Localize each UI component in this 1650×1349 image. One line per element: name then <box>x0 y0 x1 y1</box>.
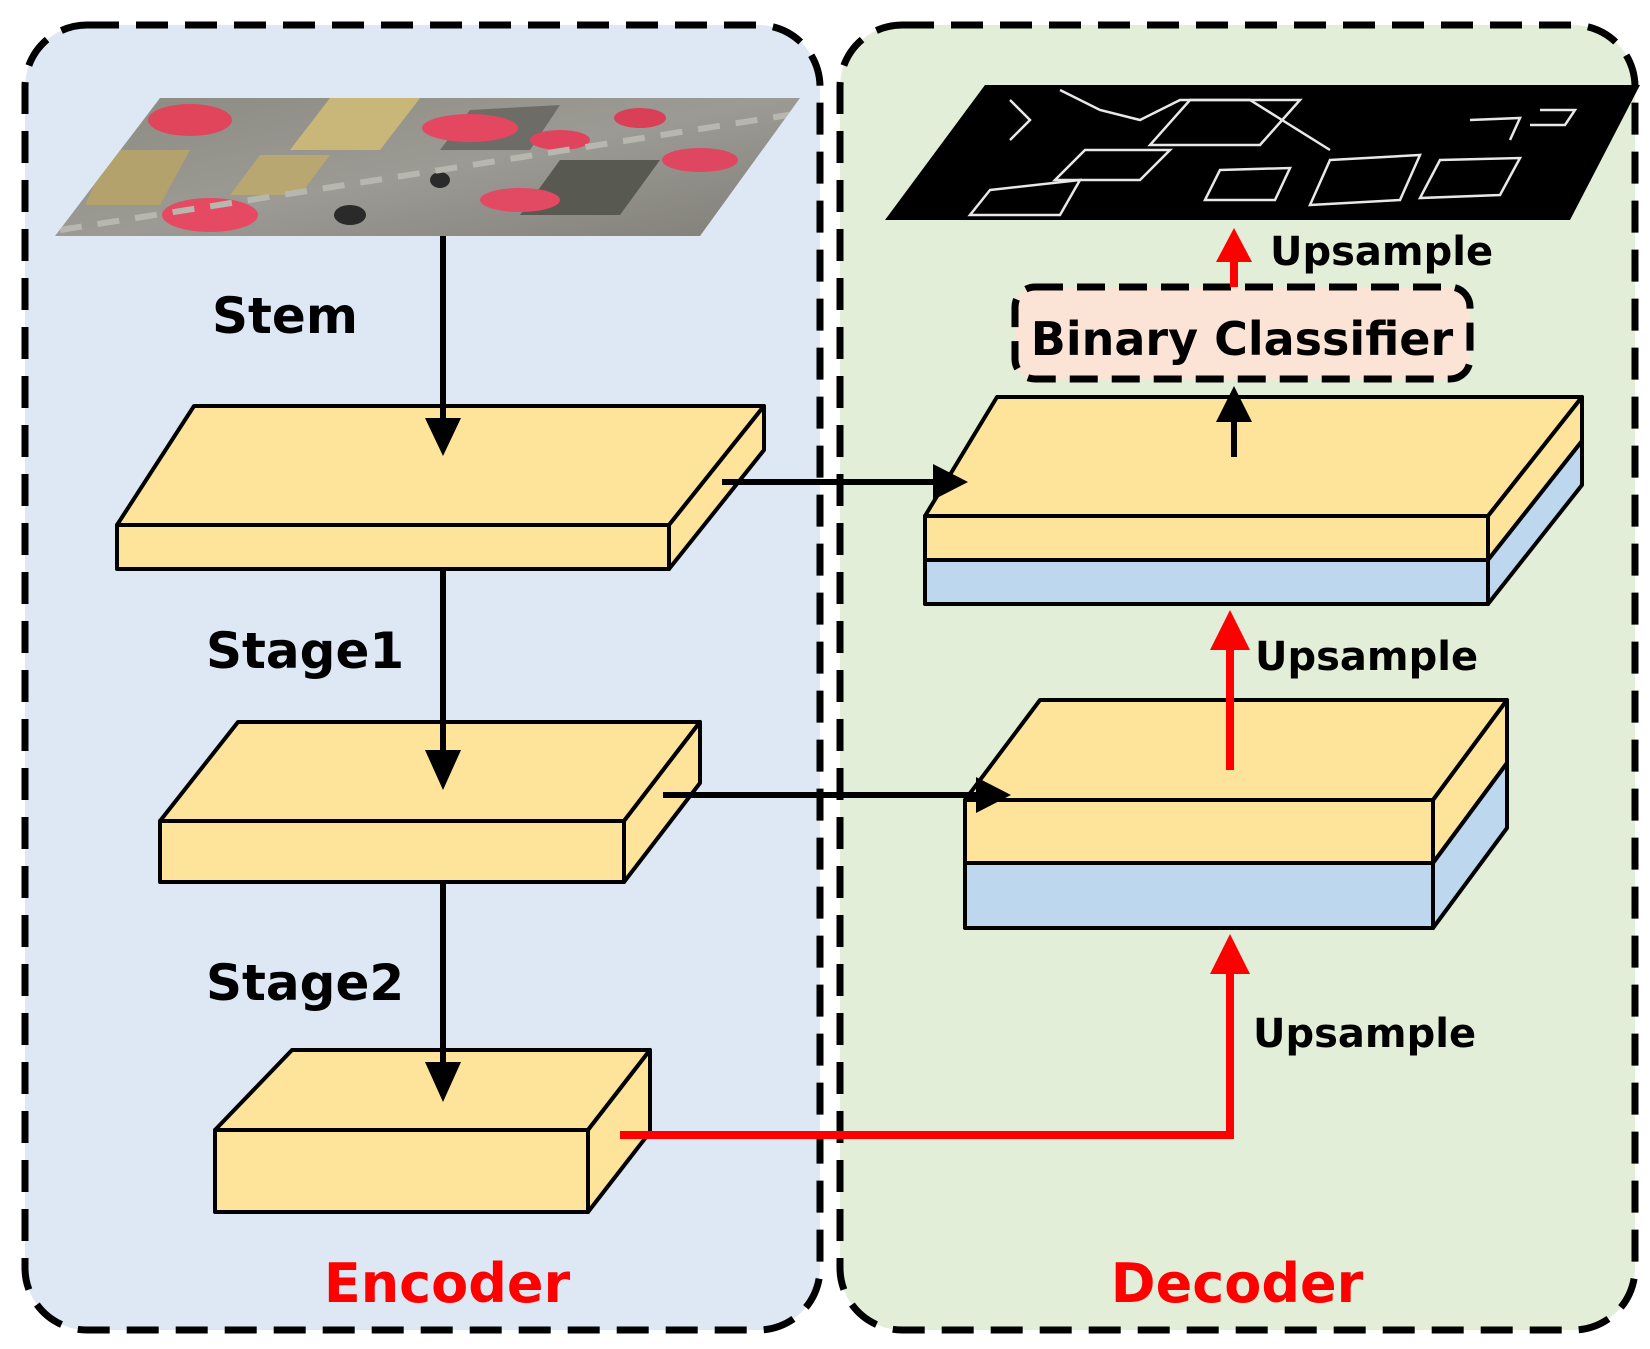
decoder-mid-block <box>963 698 1509 930</box>
binary-classifier-label: Binary Classifier <box>1031 312 1454 366</box>
binary-classifier-box <box>1011 283 1474 383</box>
stage1-feature-block <box>158 720 702 884</box>
stem-label: Stem <box>212 287 358 345</box>
stage2-feature-block <box>213 1048 652 1214</box>
encoder-panel <box>21 21 824 1334</box>
stem-feature-block <box>115 404 766 571</box>
edge-map-icon <box>885 85 1640 220</box>
decoder-top-block <box>923 395 1584 606</box>
encoder-down-arrows <box>425 236 461 1102</box>
upsample-arrows <box>620 228 1252 1139</box>
stage2-label: Stage2 <box>206 954 404 1012</box>
encoder-title: Encoder <box>324 1252 571 1315</box>
upsample-bottom-label: Upsample <box>1253 1011 1476 1057</box>
upsample-top-label: Upsample <box>1270 229 1493 275</box>
skip-connection-arrows <box>663 386 1252 813</box>
stage1-label: Stage1 <box>206 622 404 680</box>
decoder-title: Decoder <box>1111 1252 1364 1315</box>
upsample-mid-label: Upsample <box>1255 634 1478 680</box>
aerial-image-icon <box>55 98 800 236</box>
